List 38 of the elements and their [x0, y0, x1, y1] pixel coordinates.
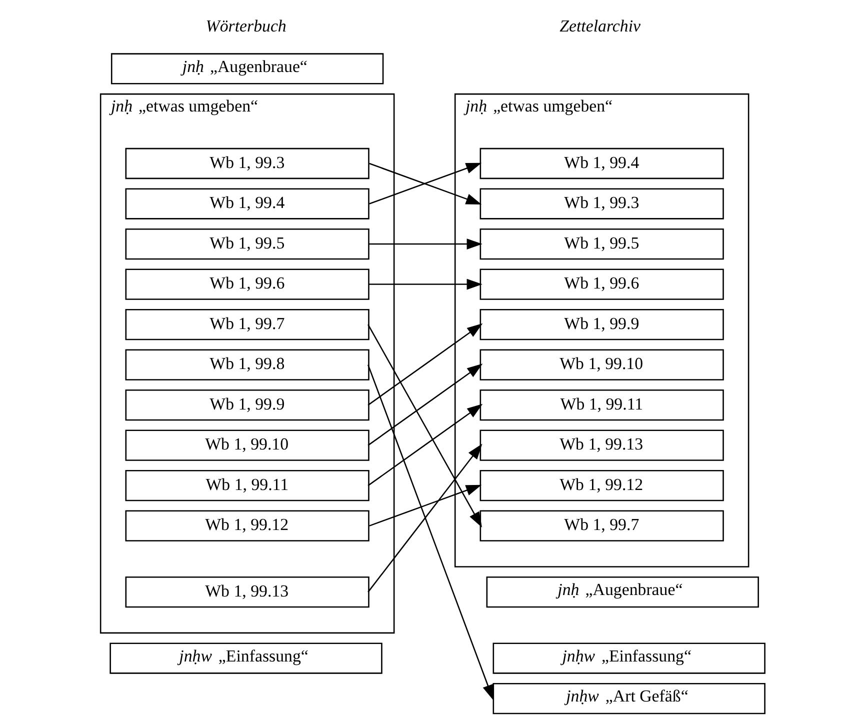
node-box: Wb 1, 99.8: [125, 349, 370, 380]
node-box: Wb 1, 99.13: [125, 576, 370, 608]
arrow: [368, 323, 483, 406]
node-box: jnḥ „Augenbraue“: [110, 53, 384, 84]
node-box: Wb 1, 99.3: [125, 148, 370, 180]
node-box: Wb 1, 99.5: [480, 228, 724, 260]
node-box: Wb 1, 99.3: [480, 188, 724, 220]
node-box: Wb 1, 99.4: [125, 188, 370, 220]
arrow: [369, 484, 482, 526]
node-box: Wb 1, 99.6: [480, 268, 724, 300]
arrow: [368, 364, 483, 446]
arrow: [368, 324, 482, 528]
node-box: jnḥw „Einfassung“: [492, 642, 766, 674]
arrow: [368, 444, 482, 592]
node-box: Wb 1, 99.10: [125, 430, 370, 461]
arrow: [369, 162, 482, 204]
arrow: [367, 364, 494, 700]
node-box: Wb 1, 99.6: [125, 268, 370, 300]
node-box: Wb 1, 99.7: [125, 308, 370, 340]
node-box: Wb 1, 99.10: [480, 349, 724, 380]
node-box: Wb 1, 99.7: [480, 510, 724, 542]
node-box: Wb 1, 99.5: [125, 228, 370, 260]
node-box: Wb 1, 99.12: [125, 510, 370, 542]
node-box: Wb 1, 99.11: [480, 389, 724, 421]
node-box: Wb 1, 99.9: [125, 389, 370, 421]
node-box: Wb 1, 99.9: [480, 308, 724, 340]
label: Wörterbuch: [206, 16, 286, 36]
node-box: jnḥ „Augenbraue“: [486, 576, 759, 608]
node-box: jnḥw „Einfassung“: [110, 642, 382, 674]
arrow: [368, 278, 482, 290]
node-box: Wb 1, 99.4: [480, 148, 724, 180]
arrow: [368, 238, 482, 250]
node-box: Wb 1, 99.13: [480, 430, 724, 461]
node-box: jnḥw „Art Gefäß“: [492, 682, 766, 714]
node-box: Wb 1, 99.11: [125, 470, 370, 502]
arrow: [368, 404, 483, 486]
label: Zettelarchiv: [560, 16, 641, 36]
node-box: Wb 1, 99.12: [480, 470, 724, 502]
